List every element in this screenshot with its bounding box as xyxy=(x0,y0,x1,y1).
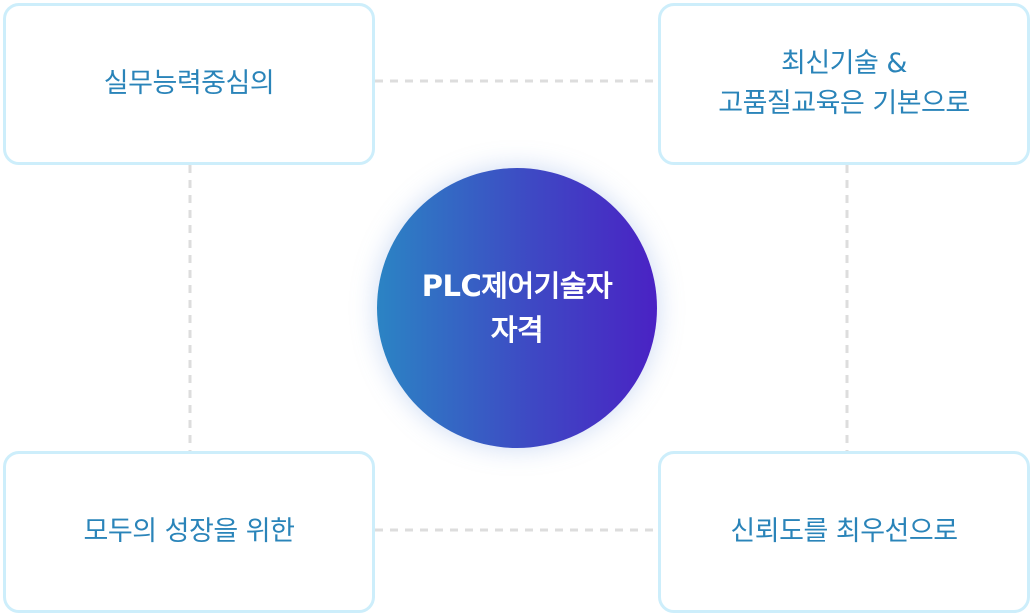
center-title-line1: PLC제어기술자 xyxy=(421,269,613,303)
feature-box-bottom-left: 모두의 성장을 위한 xyxy=(3,451,375,613)
feature-text: 신뢰도를 최우선으로 xyxy=(730,516,958,547)
feature-box-bottom-right: 신뢰도를 최우선으로 xyxy=(658,451,1030,613)
feature-box-top-left: 실무능력중심의 xyxy=(3,3,375,165)
feature-box-top-right: 최신기술 & 고품질교육은 기본으로 xyxy=(658,3,1030,165)
feature-text-line2: 고품질교육은 기본으로 xyxy=(718,88,970,119)
feature-text: 실무능력중심의 xyxy=(103,68,275,99)
center-circle: PLC제어기술자 자격 xyxy=(377,168,657,448)
center-title-line2: 자격 xyxy=(490,313,544,347)
feature-text: 모두의 성장을 위한 xyxy=(83,516,295,547)
feature-text-line1: 최신기술 & xyxy=(780,48,908,79)
